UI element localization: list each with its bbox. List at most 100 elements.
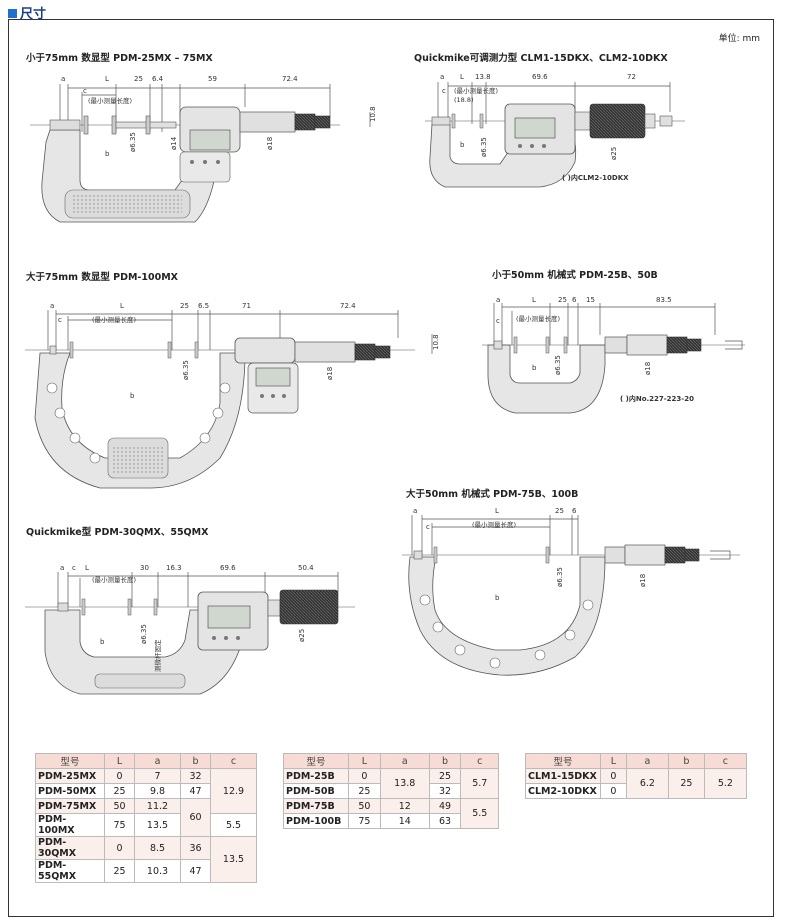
- table-row: PDM-25B 0 13.8 25 5.7: [283, 768, 499, 799]
- pdm25b-dim-835: 83.5: [656, 296, 672, 304]
- t1-header-a: a: [134, 753, 181, 769]
- t2-r2-b: 32: [428, 783, 462, 799]
- pdm30q-dim-635: ø6.35: [140, 624, 148, 644]
- unit-label: 单位: mm: [718, 34, 760, 44]
- t2-r4-model: PDM-100B: [283, 813, 349, 829]
- pdm100-dim-71: 71: [242, 302, 251, 310]
- t1-header-c: c: [210, 753, 257, 769]
- clm-dim-188: (18.8): [454, 96, 474, 104]
- t1-r4-model: PDM-100MX: [35, 813, 105, 837]
- pdm100-dim-b: b: [130, 392, 135, 400]
- pdm25b-dim-25: 25: [558, 296, 567, 304]
- clm-dim-l: L: [460, 73, 464, 81]
- t1-header-model: 型号: [35, 753, 105, 769]
- pdm30q-dim-163: 16.3: [166, 564, 182, 572]
- t2-r1-l: 0: [348, 768, 381, 784]
- t1-r3-model: PDM-75MX: [35, 798, 105, 814]
- table-row: CLM2-10DKX 0: [525, 783, 747, 799]
- pdm100-dim-65: 6.5: [198, 302, 209, 310]
- pdm75b-dim-l: L: [495, 507, 499, 515]
- pdm30q-clamp: 测微杆固定: [153, 639, 162, 672]
- t1-r2-l: 25: [103, 783, 136, 799]
- t2-header-l: L: [348, 753, 381, 769]
- clm-dim-25: ø25: [610, 147, 618, 160]
- pdm25b-dim-l: L: [532, 296, 536, 304]
- t2-r4-a: 14: [379, 813, 430, 829]
- pdm30q-dim-b: b: [100, 638, 105, 646]
- clm-note: ( )内CLM2-10DKX: [562, 173, 629, 182]
- t2-header-b: b: [428, 753, 462, 769]
- pdm75b-dim-18: ø18: [639, 574, 647, 587]
- t1-r5-model: PDM-30QMX: [35, 836, 105, 860]
- t1-r1-b: 32: [179, 768, 212, 784]
- t1-r2-a: 9.8: [134, 783, 181, 799]
- pdm25-min-length: (最小测量长度): [88, 96, 132, 105]
- pdm30q-min-length: (最小测量长度): [92, 575, 136, 584]
- t1-r3-l: 50: [103, 798, 136, 814]
- header-title: 尺寸: [20, 7, 47, 22]
- t1-r6-a: 10.3: [134, 859, 181, 883]
- t2-header-model: 型号: [283, 753, 349, 769]
- t2-c-55: 5.5: [460, 798, 499, 829]
- t2-r2-model: PDM-50B: [283, 783, 349, 799]
- t2-r4-b: 63: [428, 813, 462, 829]
- pdm25b-dim-c: c: [496, 317, 500, 325]
- t1-r1-l: 0: [103, 768, 136, 784]
- pdm25b-dim-6: 6: [572, 296, 577, 304]
- pdm75b-min-length: (最小测量长度): [472, 520, 516, 529]
- t2-r2-l: 25: [348, 783, 381, 799]
- table-row: PDM-50B 25 32: [283, 783, 499, 799]
- t1-header-l: L: [103, 753, 136, 769]
- table-row: CLM1-15DKX 0 6.2 25 5.2: [525, 768, 748, 799]
- clm-title: Quickmike可调测力型 CLM1-15DKX、CLM2-10DKX: [414, 53, 668, 64]
- pdm25b-title: 小于50mm 机械式 PDM-25B、50B: [492, 270, 658, 281]
- t1-r6-b: 47: [179, 859, 212, 883]
- pdm25b-dim-18: ø18: [644, 362, 652, 375]
- clm-dim-138: 13.8: [475, 73, 491, 81]
- pdm75b-dim-6: 6: [572, 507, 577, 515]
- t1-c-129: 12.9: [210, 768, 257, 814]
- t2-c-57: 5.7: [460, 768, 499, 799]
- pdm75b-dim-25: 25: [555, 507, 564, 515]
- t3-a-62: 6.2: [625, 768, 669, 799]
- table-row: PDM-55QMX 25 10.3 47: [35, 859, 257, 883]
- pdm30q-dim-30: 30: [140, 564, 149, 572]
- t3-c-52: 5.2: [703, 768, 748, 799]
- clm-dim-b: b: [460, 141, 465, 149]
- pdm30q-title: Quickmike型 PDM-30QMX、55QMX: [26, 527, 209, 538]
- t3-header-l: L: [600, 753, 627, 769]
- pdm75b-dim-b: b: [495, 594, 500, 602]
- pdm30q-dim-25: ø25: [298, 629, 306, 642]
- pdm25-dim-25: 25: [134, 75, 143, 83]
- pdm100-drawing: a L 25 6.5 71 72.4 c (最小测量长度) 10.8 b ø6.…: [25, 302, 440, 489]
- pdm100-dim-25: 25: [180, 302, 189, 310]
- t3-header-a: a: [625, 753, 669, 769]
- t2-r3-a: 12: [379, 798, 430, 814]
- pdm30q-dim-c: c: [72, 564, 76, 572]
- pdm100-dim-c: c: [58, 316, 62, 324]
- pdm30q-dim-504: 50.4: [298, 564, 314, 572]
- pdm100-dim-18: ø18: [326, 367, 334, 380]
- pdm25b-note: ( )内No.227-223-20: [620, 394, 694, 403]
- pdm25-dim-635: ø6.35: [129, 132, 137, 152]
- pdm25b-dim-635: ø6.35: [554, 355, 562, 375]
- pdm25-dim-a: a: [61, 75, 65, 83]
- t2-r3-l: 50: [348, 798, 381, 814]
- pdm100-min-length: (最小测量长度): [92, 315, 136, 324]
- pdm100-dim-108: 10.8: [432, 334, 440, 350]
- clm-dim-c: c: [442, 87, 446, 95]
- pdm100-title: 大于75mm 数显型 PDM-100MX: [26, 272, 178, 283]
- t1-r2-model: PDM-50MX: [35, 783, 105, 799]
- t1-r4-l: 75: [103, 813, 136, 837]
- table-row: PDM-75MX 50 11.2 60: [35, 798, 257, 837]
- t1-r2-b: 47: [179, 783, 212, 799]
- pdm25-dim-64: 6.4: [152, 75, 164, 83]
- clm-dim-72: 72: [627, 73, 636, 81]
- pdm25-dim-c: c: [83, 87, 87, 95]
- clm-drawing: a L 13.8 69.6 72 c (最小测量长度) (18.8) b ø6.…: [425, 73, 685, 188]
- clm-dim-635: ø6.35: [480, 137, 488, 157]
- pdm30q-dim-696: 69.6: [220, 564, 236, 572]
- t2-r4-l: 75: [348, 813, 381, 829]
- content-frame: [8, 19, 774, 917]
- spec-table-clm: 型号 L a b c CLM1-15DKX 0 6.2 25 5.2 CLM2-…: [525, 753, 748, 799]
